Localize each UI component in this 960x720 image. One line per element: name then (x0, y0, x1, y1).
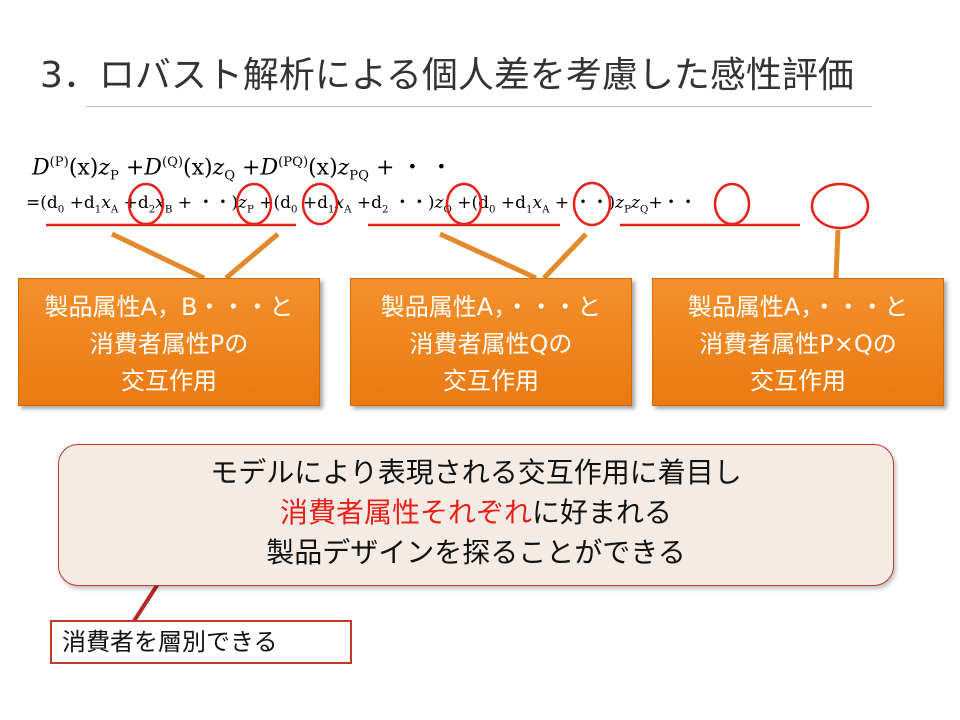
eq-seg: + ・・) (549, 193, 616, 213)
eq-arg: (x) (183, 155, 213, 181)
eq-sub: P (624, 204, 631, 216)
eq-seg: + ・・) (172, 193, 239, 213)
summary-highlight: 消費者属性それぞれ (279, 496, 532, 529)
box-line: 交互作用 (750, 367, 846, 395)
eq-seg: +d (64, 193, 95, 213)
eq-seg: +d (351, 193, 382, 213)
eq-sub: A (344, 204, 352, 216)
box-line: 製品属性A，B・・・と (44, 293, 294, 321)
eq-seg: +(d (253, 193, 292, 213)
eq-seg: +(d (451, 193, 490, 213)
eq-sub: Q (443, 204, 452, 216)
eq-sub: Q (224, 168, 236, 184)
eq-x: x (101, 193, 111, 213)
eq-sub: 0 (57, 204, 65, 216)
eq-sub: A (110, 204, 119, 216)
eq-z: z (631, 193, 640, 213)
eq-x: x (334, 193, 345, 213)
equation-line-2: =(d0 +d1xA +d2xB + ・・)zP +(d0 +d1xA +d2 … (26, 190, 697, 223)
eq-x: x (155, 193, 165, 213)
stratify-callout: 消費者を層別できる (50, 620, 352, 664)
interaction-box-p: 製品属性A，B・・・と 消費者属性Pの 交互作用 (18, 278, 320, 406)
eq-x: x (532, 193, 543, 213)
eq-seg: +d (118, 193, 149, 213)
eq-seg: ・・) (388, 193, 435, 213)
highlight-circle (713, 182, 751, 226)
connector-line (224, 232, 280, 280)
eq-z: z (434, 193, 444, 213)
eq-seg: +d (495, 193, 527, 213)
eq-sub: Q (639, 204, 649, 216)
box-line: 製品属性A，・・・と (687, 293, 909, 321)
box-line: 製品属性A，・・・と (380, 293, 602, 321)
highlight-circle (810, 182, 870, 230)
connector-line (110, 231, 206, 281)
summary-line-2-rest: に好まれる (532, 496, 673, 529)
summary-box: モデルにより表現される交互作用に着目し 消費者属性それぞれに好まれる 製品デザイ… (58, 444, 894, 586)
eq-sub: 0 (291, 204, 298, 216)
box-line: 交互作用 (121, 367, 217, 395)
eq-plus: + (125, 155, 145, 181)
slide-title: 3．ロバスト解析による個人差を考慮した感性評価 (40, 55, 854, 96)
eq-sup: (P) (49, 155, 69, 170)
eq-sup: (Q) (161, 155, 184, 170)
eq-term-D: D (260, 155, 279, 181)
eq-z: z (98, 155, 110, 181)
eq-z: z (337, 155, 350, 181)
eq-seg: =(d (26, 193, 58, 213)
box-line: 消費者属性P×Qの (699, 330, 897, 358)
summary-line-2: 消費者属性それぞれに好まれる (59, 493, 893, 533)
interaction-box-pq: 製品属性A，・・・と 消費者属性P×Qの 交互作用 (652, 278, 944, 406)
eq-sub: 1 (526, 204, 533, 216)
connector-line (542, 232, 588, 280)
summary-line-3: 製品デザインを探ることができる (266, 536, 686, 569)
eq-z: z (615, 193, 625, 213)
eq-arg: (x) (68, 155, 99, 181)
box-line: 消費者属性Pの (89, 330, 249, 358)
eq-sub: A (542, 204, 550, 216)
box-line: 消費者属性Qの (409, 330, 573, 358)
eq-sub: P (246, 204, 254, 216)
title-divider (86, 106, 872, 107)
box-line: 交互作用 (443, 367, 539, 395)
summary-line-1: モデルにより表現される交互作用に着目し (210, 456, 742, 489)
eq-sub: PQ (349, 168, 369, 184)
eq-seg: +d (297, 193, 329, 213)
eq-sub: B (164, 204, 173, 216)
eq-arg: (x) (308, 155, 338, 181)
eq-term-D: D (144, 155, 162, 181)
eq-tail: + ・ ・ (375, 155, 453, 181)
eq-sub: 0 (489, 204, 496, 216)
eq-sup: (PQ) (278, 155, 309, 170)
eq-plus: + (242, 155, 261, 181)
interaction-box-q: 製品属性A，・・・と 消費者属性Qの 交互作用 (350, 278, 632, 406)
eq-sub: 2 (382, 204, 389, 216)
eq-sub: P (109, 168, 119, 184)
eq-seg: +・・ (648, 193, 697, 213)
connector-line (833, 229, 841, 279)
equation-line-1: D(P)(x)zP +D(Q)(x)zQ +D(PQ)(x)zPQ + ・ ・ (32, 148, 452, 192)
eq-sub: 1 (94, 204, 102, 216)
eq-term-D: D (32, 155, 50, 181)
eq-z: z (212, 155, 225, 181)
connector-line (438, 231, 538, 281)
eq-z: z (238, 193, 247, 213)
